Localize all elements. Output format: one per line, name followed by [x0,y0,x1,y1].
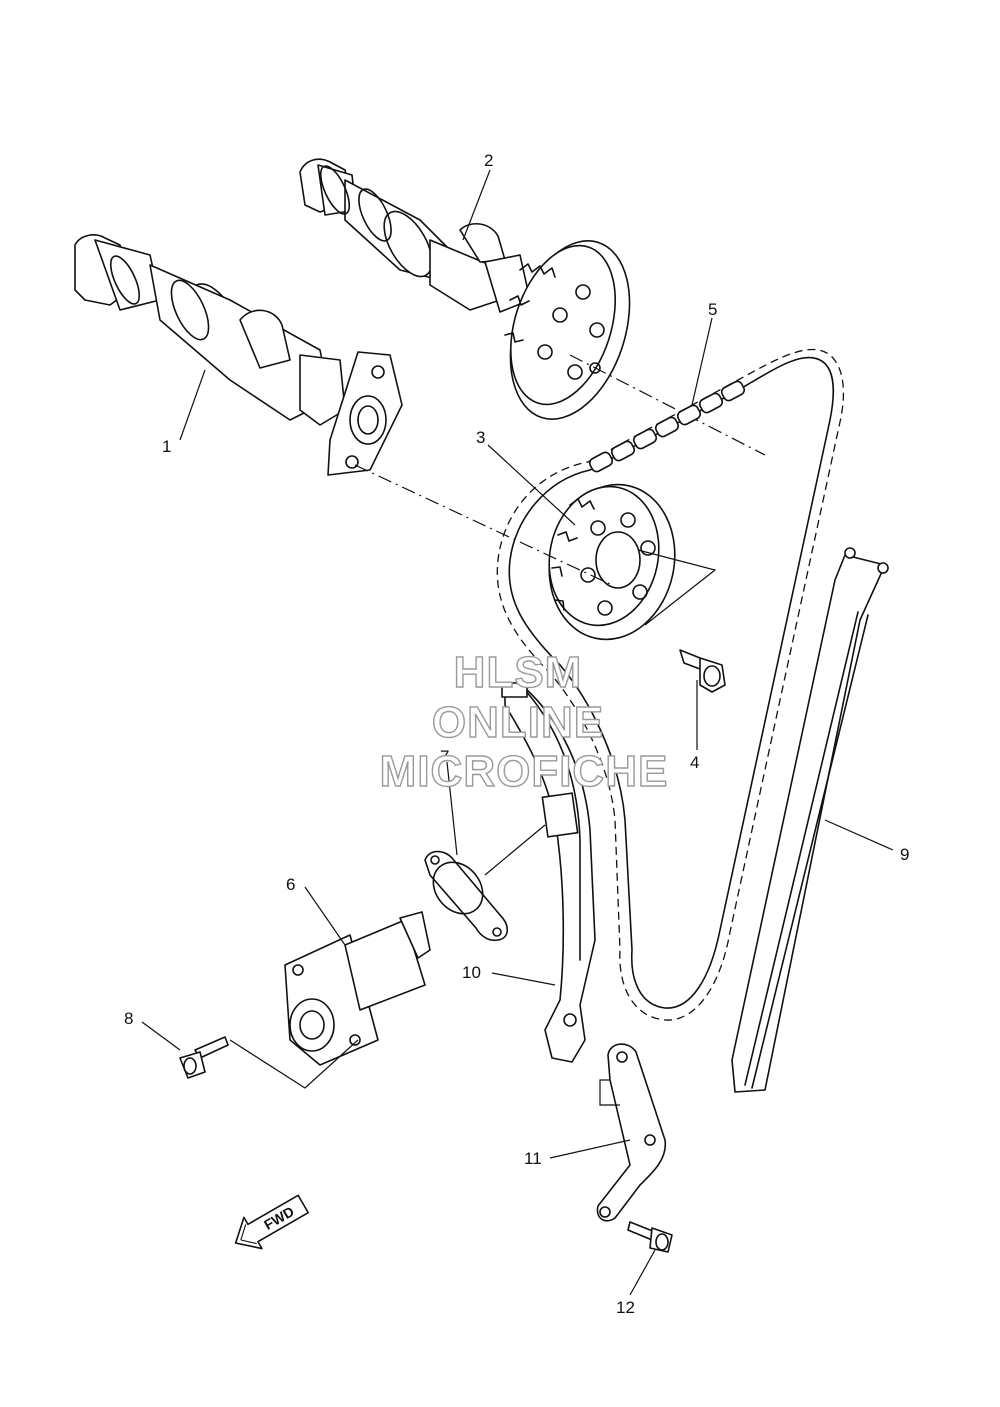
sprocket-bolt [679,649,726,693]
guide-stopper-bracket [596,1043,666,1222]
chain-guide-tensioner [501,682,596,1063]
part-label-2: 2 [484,151,493,170]
cam-sprocket-intake [548,483,676,641]
watermark-line-1: HLSM [454,648,583,697]
bracket-bolt [627,1221,673,1253]
tensioner-bolt [179,1036,229,1079]
part-label-3: 3 [476,428,485,447]
part-label-5: 5 [708,300,717,319]
part-label-8: 8 [124,1009,133,1028]
part-label-11: 11 [524,1149,542,1168]
camshaft-intake [74,234,346,426]
timing-chain [496,348,845,1021]
chain-guide-exhaust [731,547,889,1093]
part-label-1: 1 [162,437,171,456]
part-label-9: 9 [900,845,909,864]
part-label-6: 6 [286,875,295,894]
centerline-exhaust [569,354,766,456]
watermark-line-2: ONLINE [432,698,604,747]
leader-lines [141,169,894,1296]
part-label-7: 7 [440,747,449,766]
cam-sprocket-exhaust [504,240,631,420]
centerline-intake [354,464,613,586]
camshaft-exhaust [299,158,531,313]
cam-chain-tensioner [284,911,431,1066]
watermark-line-3: MICROFICHE [380,747,669,796]
part-labels: 1 2 3 4 5 6 7 8 9 10 11 12 [124,151,909,1317]
part-label-10: 10 [462,963,481,982]
part-label-12: 12 [616,1298,635,1317]
part-label-4: 4 [690,753,699,772]
forward-arrow-icon: FWD [234,1194,309,1250]
tensioner-gasket [424,850,509,942]
watermark: HLSM ONLINE MICROFICHE [379,647,669,796]
decompressor-plate [327,351,403,476]
chain-links [588,380,746,473]
